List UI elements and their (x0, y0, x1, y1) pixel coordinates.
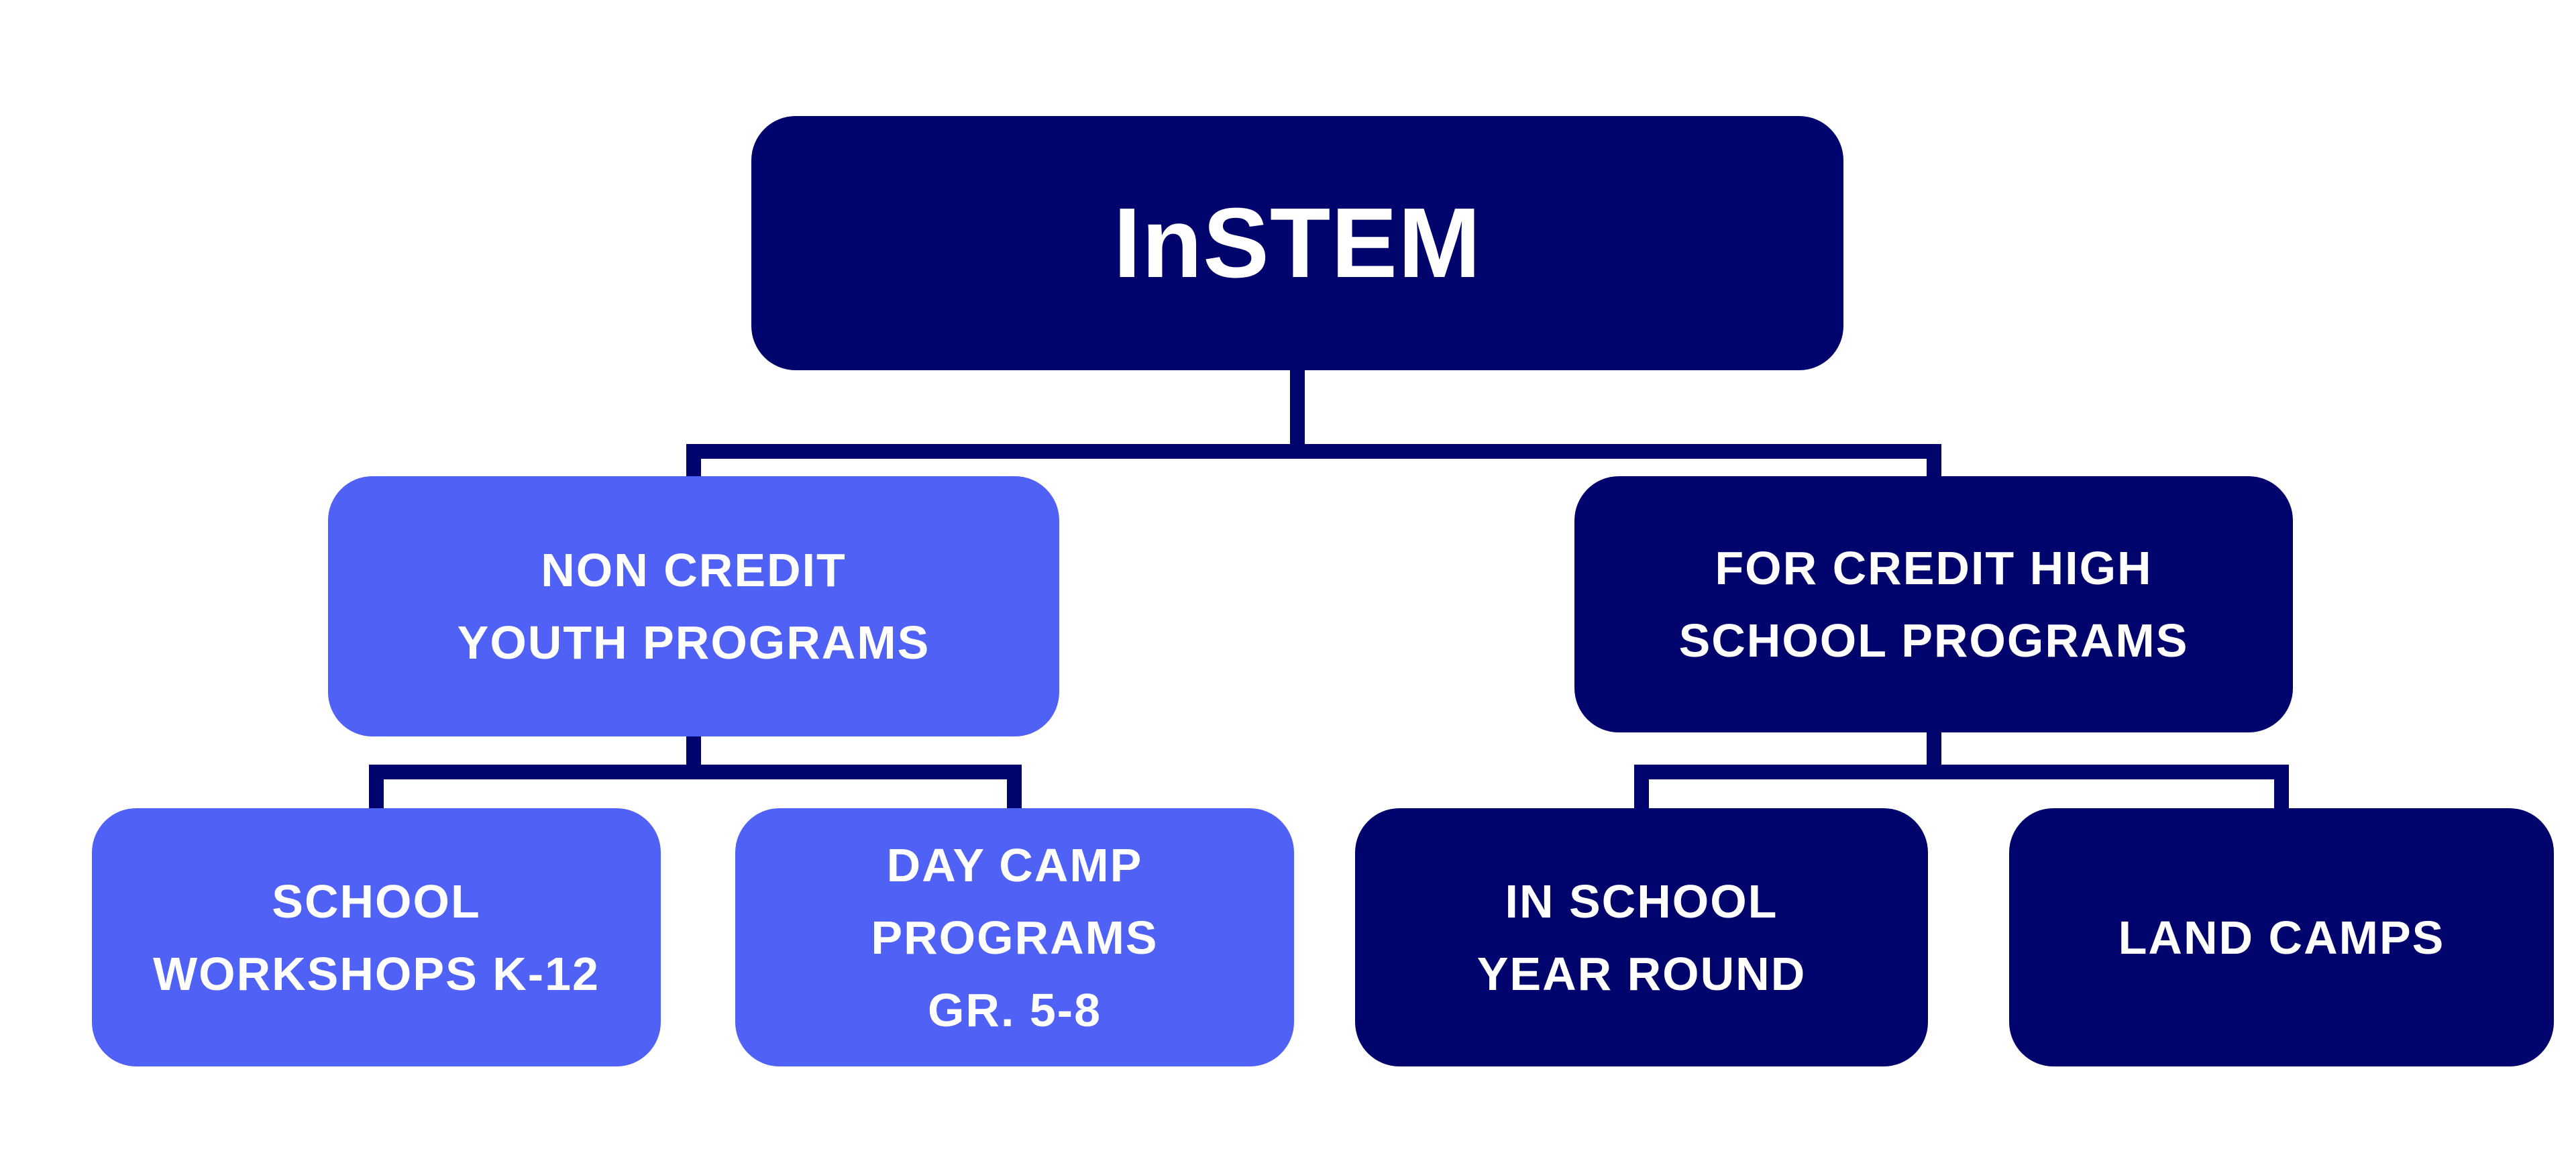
node-in-school-label-line1: IN SCHOOL (1505, 875, 1778, 928)
connector-level1-bar (686, 444, 1941, 459)
node-school-workshops-label-line2: WORKSHOPS K-12 (153, 947, 600, 1000)
node-in-school-label-line2: YEAR ROUND (1477, 947, 1807, 1000)
node-instem: InSTEM (751, 116, 1843, 370)
node-for-credit-label-line1: FOR CREDIT HIGH (1715, 542, 2153, 594)
node-school-workshops-k12: SCHOOL WORKSHOPS K-12 (92, 808, 661, 1066)
node-for-credit-label-line2: SCHOOL PROGRAMS (1678, 614, 2189, 667)
node-land-camps: LAND CAMPS (2009, 808, 2554, 1066)
node-non-credit-label-line1: NON CREDIT (541, 544, 847, 596)
node-instem-label: InSTEM (1113, 187, 1482, 298)
node-land-camps-label: LAND CAMPS (2118, 911, 2445, 964)
connector-drop-day-camp (1007, 765, 1022, 815)
connector-drop-for-credit (1927, 444, 1941, 484)
node-non-credit-youth-programs: NON CREDIT YOUTH PROGRAMS (328, 476, 1059, 736)
node-day-camp-label-line1: DAY CAMP (886, 838, 1143, 891)
connector-drop-in-school (1634, 765, 1649, 815)
node-in-school-year-round: IN SCHOOL YEAR ROUND (1355, 808, 1928, 1066)
node-for-credit-high-school-programs: FOR CREDIT HIGH SCHOOL PROGRAMS (1574, 476, 2293, 732)
connector-drop-school-workshops (369, 765, 384, 815)
node-day-camp-label-line2: PROGRAMS (871, 911, 1159, 964)
connector-drop-land-camps (2274, 765, 2289, 815)
connector-left-subtree-bar (369, 765, 1022, 779)
node-non-credit-label-line2: YOUTH PROGRAMS (457, 616, 930, 669)
connector-root-stub (1290, 362, 1305, 459)
connector-right-subtree-bar (1634, 765, 2289, 779)
connector-drop-non-credit (686, 444, 701, 484)
node-school-workshops-label-line1: SCHOOL (272, 875, 481, 928)
node-day-camp-label-line3: GR. 5-8 (927, 983, 1102, 1036)
node-day-camp-programs: DAY CAMP PROGRAMS GR. 5-8 (735, 808, 1294, 1066)
